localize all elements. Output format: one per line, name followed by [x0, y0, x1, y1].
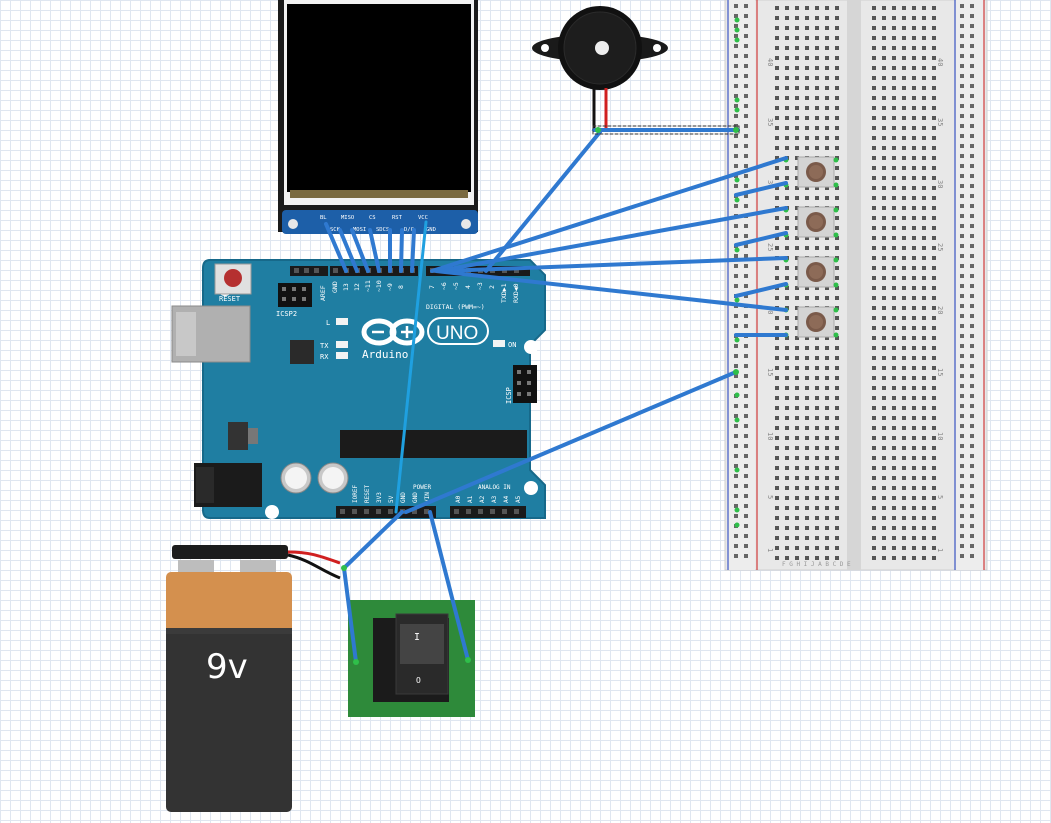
digital-pin-label: ~6 [440, 282, 448, 290]
power-pin-label: GND [412, 492, 419, 503]
txd-label: TXD▶1 [500, 283, 508, 303]
row-number: 15 [766, 368, 774, 376]
digital-pin-label: 7 [428, 285, 436, 289]
row-number: 35 [766, 118, 774, 126]
display-pin-label: SDCS [376, 227, 389, 233]
digital-pin-label: 4 [464, 285, 472, 289]
display-pin-label: SCK [330, 227, 341, 233]
rocker-switch[interactable]: I O [348, 600, 475, 717]
row-number: 1 [766, 548, 774, 552]
analog-label: ANALOG IN [478, 484, 511, 491]
row-number: 35 [936, 118, 944, 126]
digital-pin-label: 2 [488, 285, 496, 289]
arduino-uno-board: RESET ICSP2 L TX RX ON UNO Arduin [171, 259, 546, 519]
analog-pin-label: A2 [479, 495, 486, 503]
display-pin-label: RST [392, 215, 403, 221]
power-pin-label: RESET [364, 485, 371, 503]
row-number: 15 [936, 368, 944, 376]
row-number: 20 [936, 306, 944, 314]
led-on-label: ON [508, 341, 516, 349]
display-pin-label: D/C [404, 227, 414, 233]
wire-end-dots [341, 127, 739, 665]
row-number: 30 [766, 180, 774, 188]
switch-on-mark: I [414, 632, 420, 643]
icsp-label: ICSP [505, 387, 513, 404]
display-pin-label: MISO [341, 215, 354, 221]
row-number: 40 [936, 58, 944, 66]
digital-pin-label: ~11 [364, 280, 372, 292]
breadboard: 40 35 30 25 20 15 10 5 1 40 35 30 25 20 … [724, 0, 988, 571]
column-letters: F G H I J A B C D E [782, 561, 851, 568]
digital-pin-label: 12 [353, 283, 361, 291]
row-number: 1 [936, 548, 944, 552]
row-number: 10 [766, 432, 774, 440]
row-number: 30 [936, 180, 944, 188]
led-rx-label: RX [320, 353, 329, 361]
rxd-label: RXD◀0 [512, 283, 520, 303]
battery-voltage-label: 9v [206, 647, 248, 687]
row-number: 5 [766, 495, 774, 499]
tft-display: BL MISO CS RST VCC SCK MOSI SDCS D/C GND [278, 0, 478, 234]
digital-pin-label: 13 [342, 283, 350, 291]
display-pin-label: GND [426, 227, 436, 233]
gnd-label: GND [331, 281, 339, 293]
row-number: 40 [766, 58, 774, 66]
analog-pin-label: A3 [491, 495, 498, 503]
digital-pin-label: ~5 [452, 282, 460, 290]
connection-dots [734, 17, 839, 528]
push-button[interactable] [797, 306, 835, 338]
uno-logo-text: UNO [436, 323, 478, 344]
arduino-infinity-logo [361, 318, 425, 346]
power-pin-label: 5V [388, 495, 395, 503]
digital-pin-label: ~9 [386, 283, 394, 291]
digital-pin-label: ~10 [375, 280, 383, 292]
row-number: 25 [766, 243, 774, 251]
arduino-brand-text: Arduino [362, 348, 408, 361]
wires [324, 125, 788, 664]
display-pin-label: BL [320, 215, 327, 221]
push-button[interactable] [797, 256, 835, 288]
analog-pin-label: A4 [503, 495, 510, 503]
analog-pin-label: A5 [515, 495, 522, 503]
power-label: POWER [413, 484, 431, 491]
display-pin-label: MOSI [353, 227, 366, 233]
piezo-buzzer [532, 6, 668, 128]
push-button[interactable] [797, 156, 835, 188]
row-number: 10 [936, 432, 944, 440]
row-number: 5 [936, 495, 944, 499]
digital-label: DIGITAL (PWM=~) [426, 303, 485, 311]
display-pin-label: CS [369, 215, 376, 221]
reset-label: RESET [219, 295, 241, 303]
power-pin-label: IOREF [352, 485, 359, 503]
push-button[interactable] [797, 206, 835, 238]
digital-pin-label: 8 [397, 285, 405, 289]
led-l-label: L [326, 319, 330, 327]
row-number: 25 [936, 243, 944, 251]
row-numbers: 40 35 30 25 20 15 10 5 1 40 35 30 25 20 … [766, 58, 944, 552]
digital-pin-label: ~3 [476, 282, 484, 290]
led-tx-label: TX [320, 342, 329, 350]
icsp2-label: ICSP2 [276, 310, 297, 318]
switch-off-mark: O [416, 676, 421, 685]
power-pin-label: VIN [424, 492, 431, 503]
aref-label: AREF [319, 285, 327, 301]
analog-pin-label: A0 [455, 495, 462, 503]
power-pin-label: GND [400, 492, 407, 503]
power-pin-label: 3V3 [376, 492, 383, 503]
display-pin-label: VCC [418, 215, 428, 221]
analog-pin-label: A1 [467, 495, 474, 503]
nine-volt-battery: 9v [166, 545, 341, 812]
